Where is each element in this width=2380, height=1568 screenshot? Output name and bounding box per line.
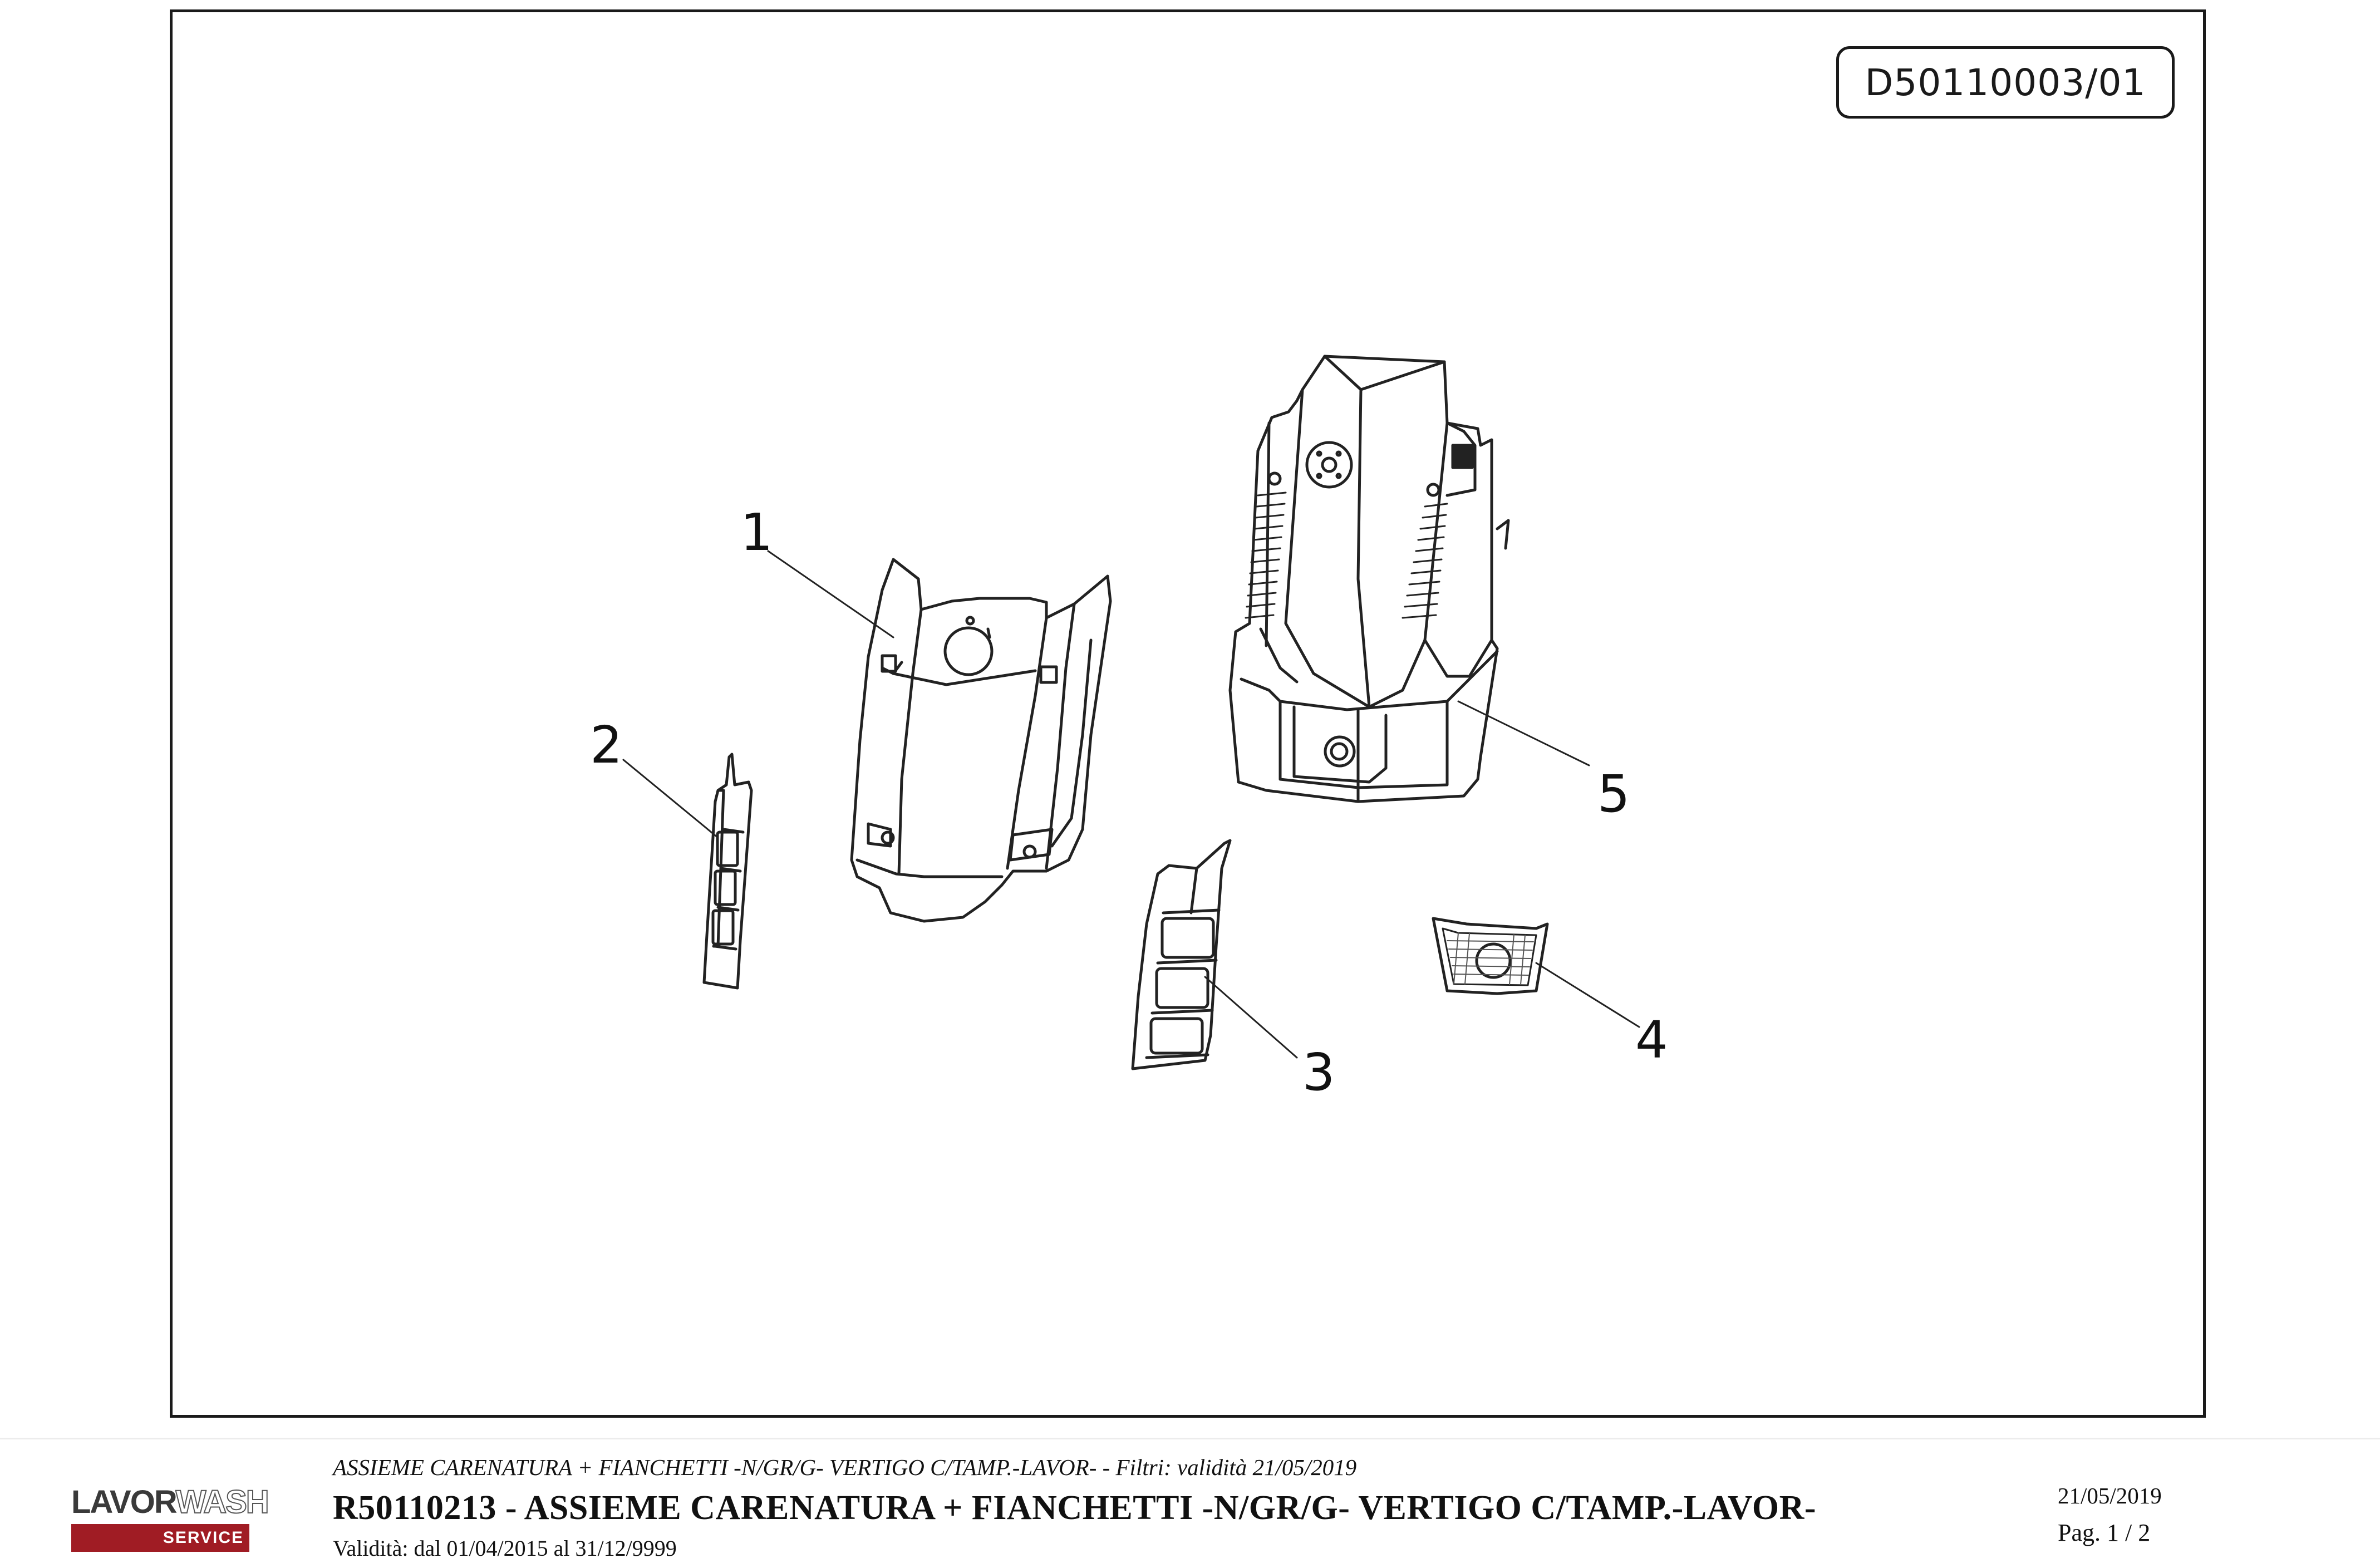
part-5-vent-slats <box>1245 491 1448 619</box>
leader-lines <box>622 550 1640 1059</box>
drawing-code: D50110003/01 <box>1865 61 2146 104</box>
part-label-1: 1 <box>740 503 773 562</box>
footer-title: R50110213 - ASSIEME CARENATURA + FIANCHE… <box>333 1489 1817 1527</box>
part-4-grille-mesh <box>1447 932 1534 985</box>
logo-brand-part2: WASH <box>175 1484 270 1520</box>
lavorwash-service-logo: LAVORWASH SERVICE <box>71 1484 270 1555</box>
logo-brand-part1: LAVOR <box>71 1484 177 1520</box>
part-1-front-cover <box>850 558 1112 923</box>
part-label-3: 3 <box>1302 1043 1335 1102</box>
footer-subtitle: ASSIEME CARENATURA + FIANCHETTI -N/GR/G-… <box>333 1454 1357 1480</box>
footer-date: 21/05/2019 <box>2058 1483 2162 1508</box>
part-3-side-fin-right <box>1131 839 1232 1070</box>
drawing-frame <box>170 9 2206 1418</box>
logo-service-band: SERVICE <box>71 1524 249 1552</box>
part-4-grille <box>1432 917 1549 995</box>
part-label-5: 5 <box>1597 764 1630 824</box>
drawing-code-box: D50110003/01 <box>1836 46 2175 119</box>
part-2-side-fin-left <box>702 753 753 990</box>
part-label-2: 2 <box>590 715 623 775</box>
part-5-rear-housing <box>1228 355 1510 803</box>
part-label-4: 4 <box>1635 1010 1668 1070</box>
logo-brand: LAVORWASH <box>71 1484 270 1520</box>
footer-page-number: Pag. 1 / 2 <box>2058 1519 2151 1546</box>
footer-separator <box>0 1438 2380 1439</box>
footer-validity: Validità: dal 01/04/2015 al 31/12/9999 <box>333 1536 677 1561</box>
part-numbers: 1 2 3 4 5 <box>590 503 1668 1102</box>
